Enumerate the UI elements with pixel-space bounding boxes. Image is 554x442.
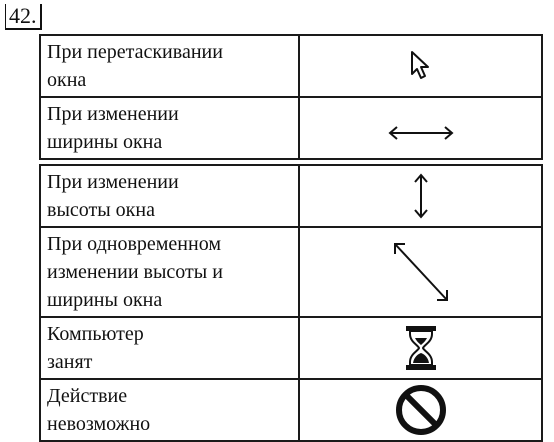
- row-label: При перетаскивании окна: [39, 34, 300, 98]
- table-row: Компьютер занят: [39, 316, 543, 380]
- table-row: Действие невозможно: [39, 378, 543, 442]
- hourglass-icon: [405, 326, 436, 370]
- task-number: 42.: [5, 4, 42, 30]
- table-row: При одновременном изменении высоты и шир…: [39, 226, 543, 318]
- label-drag-window: При перетаскивании окна: [47, 41, 223, 91]
- icon-cell: [298, 164, 543, 228]
- label-action-impossible: Действие невозможно: [47, 385, 151, 435]
- icon-cell: [298, 96, 543, 160]
- label-resize-height: При изменении высоты окна: [47, 171, 179, 221]
- icon-cell: [298, 316, 543, 380]
- row-label: Действие невозможно: [39, 378, 300, 442]
- row-label: При изменении высоты окна: [39, 164, 300, 228]
- label-resize-width: При изменении ширины окна: [47, 103, 179, 153]
- table-row: При перетаскивании окна: [39, 34, 543, 98]
- vertical-resize-icon: [413, 173, 428, 219]
- cursor-table: При перетаскивании окна При изменении ши…: [39, 34, 543, 442]
- label-computer-busy: Компьютер занят: [47, 323, 144, 373]
- label-resize-diagonal: При одновременном изменении высоты и шир…: [47, 233, 223, 311]
- table-row: При изменении ширины окна: [39, 96, 543, 160]
- forbidden-icon: [395, 385, 446, 435]
- row-label: Компьютер занят: [39, 316, 300, 380]
- diagonal-resize-icon: [393, 243, 448, 301]
- icon-cell: [298, 34, 543, 98]
- arrow-pointer-icon: [410, 51, 429, 79]
- table-row: При изменении высоты окна: [39, 164, 543, 228]
- row-label: При изменении ширины окна: [39, 96, 300, 160]
- row-label: При одновременном изменении высоты и шир…: [39, 226, 300, 318]
- horizontal-resize-icon: [387, 126, 454, 140]
- row-separator: [40, 158, 542, 166]
- icon-cell: [298, 378, 543, 442]
- icon-cell: [298, 226, 543, 318]
